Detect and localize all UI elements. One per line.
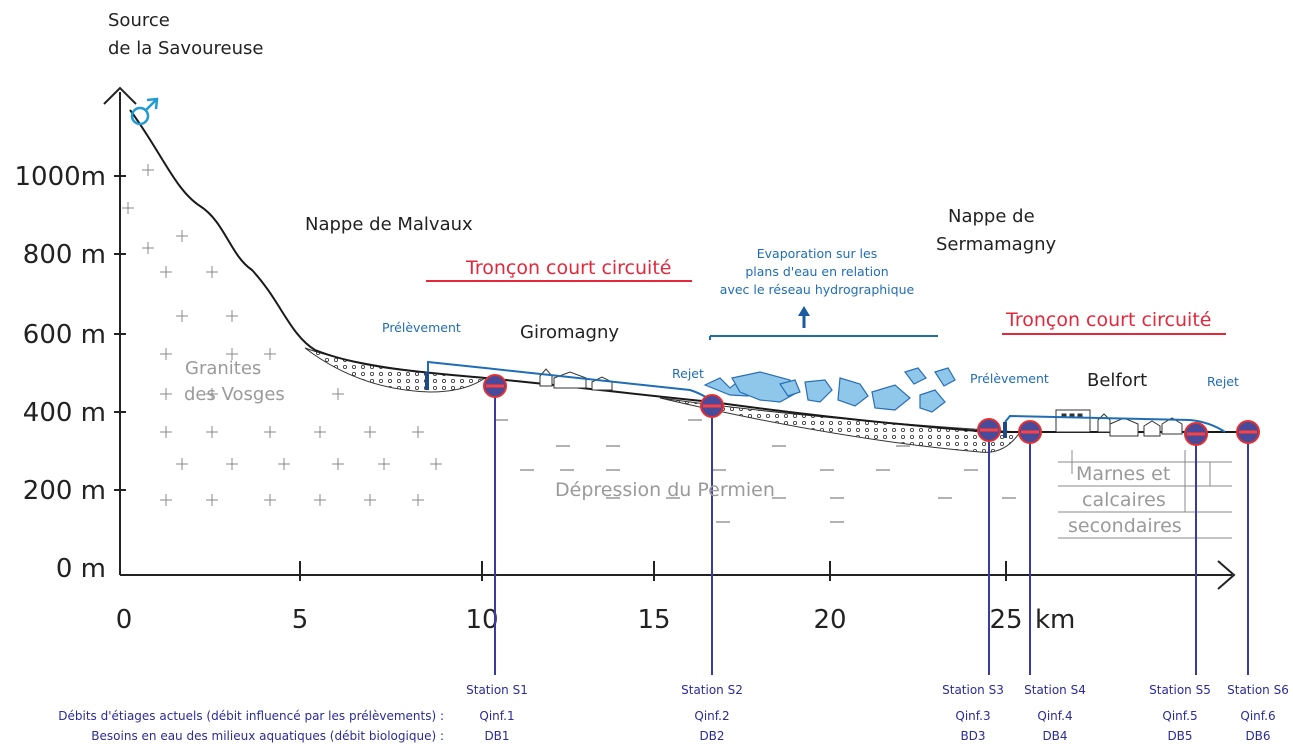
evaporation-bracket	[709, 335, 938, 340]
station-name: Station S3	[942, 683, 1004, 697]
station-name: Station S1	[466, 683, 528, 697]
station-name: Station S5	[1149, 683, 1211, 697]
source-label-line1: Source	[108, 10, 170, 31]
row-label-besoins: Besoins en eau des milieux aquatiques (d…	[91, 729, 444, 743]
x-tick-5: 5	[292, 605, 309, 635]
label-rejet-2: Rejet	[1207, 374, 1239, 389]
station-s4-labels: Station S4 Qinf.4 DB4	[1024, 683, 1086, 743]
river-profile-line	[129, 109, 1250, 433]
station-s6-labels: Station S6 Qinf.6 DB6	[1227, 683, 1289, 743]
station-name: Station S6	[1227, 683, 1289, 697]
label-prelevement-1: Prélèvement	[382, 320, 461, 335]
label-giromagny: Giromagny	[520, 322, 619, 343]
row-label-debits: Débits d'étiages actuels (débit influenc…	[58, 709, 444, 723]
station-s2-labels: Station S2 Qinf.2 DB2	[681, 683, 743, 743]
label-nappe-malvaux: Nappe de Malvaux	[305, 214, 473, 235]
station-name: Station S2	[681, 683, 743, 697]
label-evaporation-2: plans d'eau en relation	[745, 264, 888, 279]
label-evaporation-3: avec le réseau hydrographique	[720, 282, 915, 297]
x-tick-10: 10	[465, 605, 498, 635]
alluvial-deposit-malvaux	[304, 347, 487, 393]
y-tick-1000: 1000m	[15, 162, 107, 192]
x-tick-20: 20	[813, 605, 846, 635]
label-evaporation-1: Evaporation sur les	[757, 246, 877, 261]
station-db: DB2	[699, 729, 724, 743]
station-qinf: Qinf.4	[1037, 709, 1072, 723]
x-unit: km	[1035, 605, 1075, 635]
label-granites-1: Granites	[185, 358, 261, 379]
y-tick-400: 400 m	[23, 398, 106, 428]
label-granites-2: des Vosges	[184, 384, 285, 405]
label-troncon-2: Tronçon court circuité	[1005, 309, 1211, 331]
label-marnes-3: secondaires	[1068, 515, 1182, 537]
label-belfort: Belfort	[1087, 370, 1147, 391]
station-qinf: Qinf.6	[1240, 709, 1275, 723]
label-rejet-1: Rejet	[672, 366, 704, 381]
station-db: DB4	[1042, 729, 1067, 743]
label-depression: Dépression du Permien	[555, 479, 775, 501]
station-db: DB1	[484, 729, 509, 743]
label-marnes-1: Marnes et	[1076, 463, 1170, 485]
station-marker-icon-s2[interactable]	[700, 394, 724, 418]
y-tick-800: 800 m	[23, 240, 106, 270]
label-marnes-2: calcaires	[1082, 489, 1166, 511]
station-marker-icon-s5[interactable]	[1184, 422, 1208, 446]
label-nappe-sermamagny-2: Sermamagny	[936, 234, 1057, 255]
y-tick-200: 200 m	[23, 476, 106, 506]
station-lines	[494, 386, 1249, 675]
alluvial-deposit-sermamagny	[659, 397, 1021, 453]
label-nappe-sermamagny-1: Nappe de	[948, 206, 1035, 227]
belfort-buildings	[1055, 409, 1183, 437]
station-qinf: Qinf.3	[955, 709, 990, 723]
station-s1-labels: Station S1 Qinf.1 DB1	[466, 683, 528, 743]
label-troncon-1: Tronçon court circuité	[465, 257, 671, 279]
source-label-line2: de la Savoureuse	[108, 38, 263, 59]
station-marker-icon-s1[interactable]	[483, 374, 507, 398]
station-qinf: Qinf.1	[479, 709, 514, 723]
station-db: DB5	[1167, 729, 1192, 743]
prelevement-2-canal	[1003, 414, 1226, 438]
station-qinf: Qinf.5	[1162, 709, 1197, 723]
label-prelevement-2: Prélèvement	[970, 371, 1049, 386]
station-qinf: Qinf.2	[694, 709, 729, 723]
y-tick-0: 0 m	[56, 554, 106, 584]
station-db: DB6	[1245, 729, 1270, 743]
y-axis	[103, 86, 137, 575]
x-axis	[120, 560, 1236, 590]
x-tick-0: 0	[116, 605, 133, 635]
station-s5-labels: Station S5 Qinf.5 DB5	[1149, 683, 1211, 743]
station-marker-icon-s3[interactable]	[977, 418, 1001, 442]
station-marker-icon-s4[interactable]	[1018, 420, 1042, 444]
up-arrow-icon	[798, 306, 810, 328]
station-s3-labels: Station S3 Qinf.3 BD3	[942, 683, 1004, 743]
lakes-plans-deau	[703, 367, 956, 413]
x-tick-15: 15	[637, 605, 670, 635]
granite-crosses	[122, 164, 442, 506]
permian-dashes	[494, 419, 1016, 523]
spring-icon	[130, 97, 159, 126]
station-marker-icon-s6[interactable]	[1236, 420, 1260, 444]
station-db: BD3	[960, 729, 985, 743]
x-tick-25: 25	[989, 605, 1022, 635]
marnes-bricks	[1058, 450, 1232, 539]
y-tick-600: 600 m	[23, 320, 106, 350]
station-name: Station S4	[1024, 683, 1086, 697]
